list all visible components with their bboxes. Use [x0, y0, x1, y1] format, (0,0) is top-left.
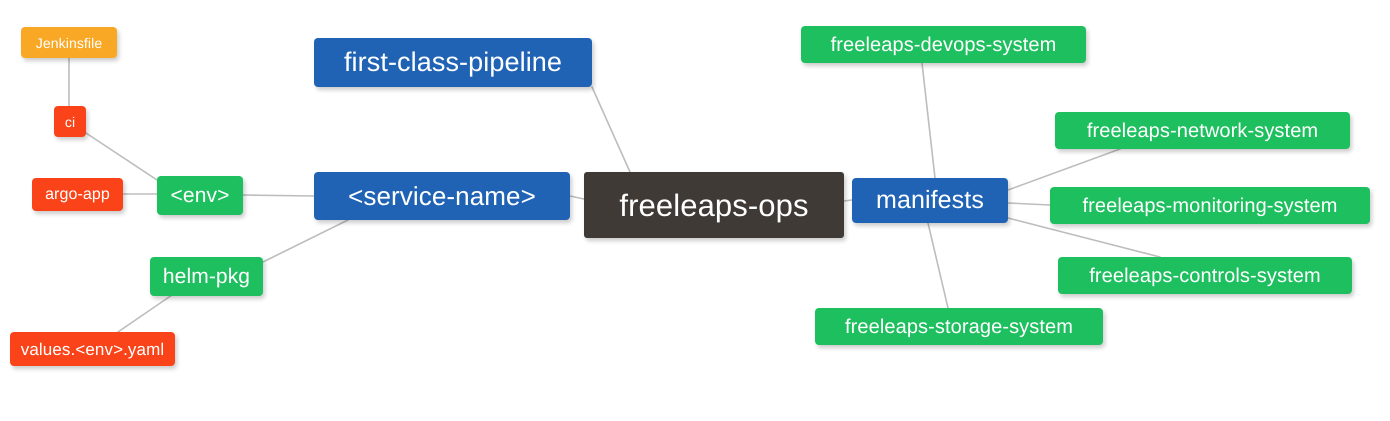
mindmap-node-manifests[interactable]: manifests [852, 178, 1008, 223]
edge-manifests-to-freeleaps-network-system [1007, 148, 1121, 191]
mindmap-node-freeleaps-storage-system[interactable]: freeleaps-storage-system [815, 308, 1103, 345]
edge-service-name-to-helm-pkg [262, 219, 349, 263]
edge-freeleaps-ops-to-manifests [843, 199, 853, 202]
edge-manifests-to-freeleaps-monitoring-system [1007, 202, 1051, 206]
mindmap-node-freeleaps-network-system[interactable]: freeleaps-network-system [1055, 112, 1350, 149]
mindmap-node-values-env-yaml[interactable]: values.<env>.yaml [10, 332, 175, 366]
mindmap-node-argo-app[interactable]: argo-app [32, 178, 123, 211]
mindmap-node-jenkinsfile[interactable]: Jenkinsfile [21, 27, 117, 58]
mindmap-node-ci[interactable]: ci [54, 106, 86, 137]
mindmap-node-freeleaps-devops-system[interactable]: freeleaps-devops-system [801, 26, 1086, 63]
mindmap-node-first-class-pipeline[interactable]: first-class-pipeline [314, 38, 592, 87]
mindmap-node-service-name[interactable]: <service-name> [314, 172, 570, 220]
mindmap-node-freeleaps-ops[interactable]: freeleaps-ops [584, 172, 844, 238]
edge-service-name-to-env [242, 194, 315, 197]
edge-manifests-to-freeleaps-storage-system [927, 222, 949, 309]
edge-env-to-ci [85, 132, 158, 181]
edge-freeleaps-ops-to-service-name [569, 195, 585, 200]
mindmap-node-env[interactable]: <env> [157, 176, 243, 215]
mindmap-node-freeleaps-controls-system[interactable]: freeleaps-controls-system [1058, 257, 1352, 294]
edge-freeleaps-ops-to-first-class-pipeline [591, 86, 631, 173]
mindmap-node-helm-pkg[interactable]: helm-pkg [150, 257, 263, 296]
edge-helm-pkg-to-values-env-yaml [117, 294, 173, 333]
edge-manifests-to-freeleaps-devops-system [921, 62, 936, 179]
mindmap-node-freeleaps-monitoring-system[interactable]: freeleaps-monitoring-system [1050, 187, 1370, 224]
